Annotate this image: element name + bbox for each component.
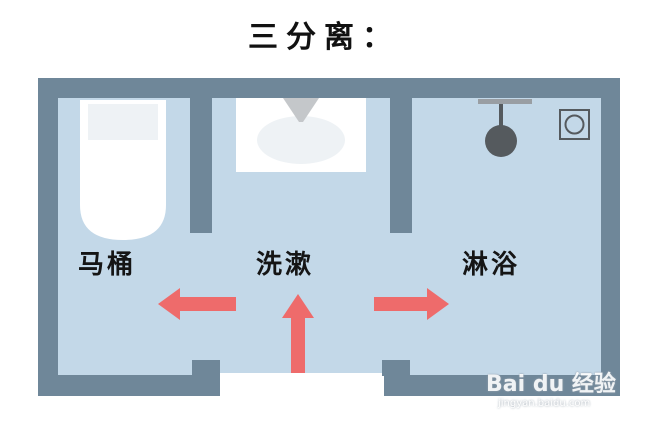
floor-drain-icon [559,109,590,140]
door-jamb-left [192,360,220,376]
zone-label-toilet: 马桶 [78,250,137,280]
page-title: 三分离： [248,20,400,55]
zone-label-shower: 淋浴 [462,250,521,280]
arrow-right-icon [374,288,449,320]
door-jamb-right [382,360,410,376]
toilet-icon [80,100,166,240]
door-opening [220,373,384,398]
watermark-url: jingyan.baidu.com [498,398,591,409]
watermark-logo: Bai du 经验 [486,372,616,397]
sink-icon [236,98,366,172]
zone-label-wash: 洗漱 [256,250,315,280]
shower-head-icon [478,99,532,157]
partition-wall-left [190,98,212,233]
arrow-up-icon [282,294,314,373]
arrow-left-icon [158,288,236,320]
partition-wall-right [390,98,412,233]
